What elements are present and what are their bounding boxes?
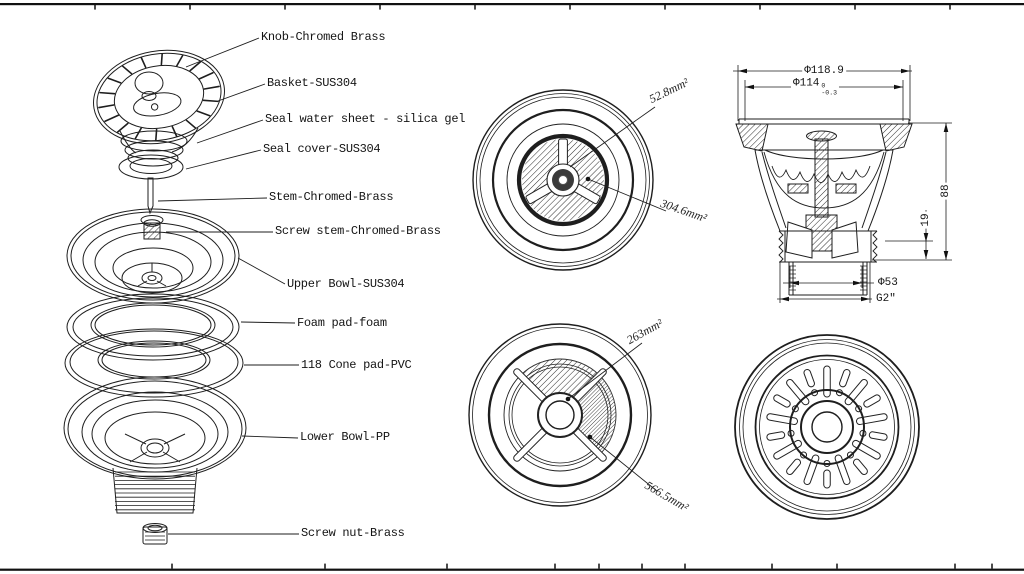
part-label-seal-cover: Seal cover-SUS304: [263, 142, 381, 156]
part-label-basket: Basket-SUS304: [267, 76, 357, 90]
part-label-upper-bowl: Upper Bowl-SUS304: [287, 277, 405, 291]
part-label-screw-stem: Screw stem-Chromed-Brass: [275, 224, 441, 238]
dimension-tolerance: 0-0.3: [821, 82, 838, 96]
part-label-seal-sheet: Seal water sheet - silica gel: [265, 112, 466, 126]
dimension-thread-spec: G2″: [874, 293, 898, 305]
dimension-height-88: 88: [940, 182, 952, 200]
part-label-lower-bowl: Lower Bowl-PP: [300, 430, 390, 444]
part-label-leader-lines: [157, 37, 299, 535]
part-label-knob: Knob-Chromed Brass: [261, 30, 386, 44]
dimension-thread-length-19: 19: [920, 211, 932, 229]
section-view-drawing: [733, 65, 952, 303]
top-view-open-waste-outlet: [468, 323, 658, 507]
part-label-cone-pad: 118 Cone pad-PVC: [301, 358, 412, 372]
dimension-diameter-inner-value: Φ114: [792, 77, 820, 90]
top-view-basket-strainer: [734, 334, 920, 520]
dimension-diameter-bottom: Φ53: [876, 277, 900, 289]
dimension-diameter-top: Φ118.9: [802, 65, 846, 77]
frame-border: [0, 3, 1024, 571]
dimension-arrowheads: [738, 68, 949, 302]
part-label-stem: Stem-Chromed-Brass: [269, 190, 394, 204]
exploded-view-drawing: [63, 49, 247, 545]
top-view-closed-basket: [472, 89, 667, 271]
part-label-screw-nut: Screw nut-Brass: [301, 526, 405, 540]
part-label-foam-pad: Foam pad-foam: [297, 316, 387, 330]
